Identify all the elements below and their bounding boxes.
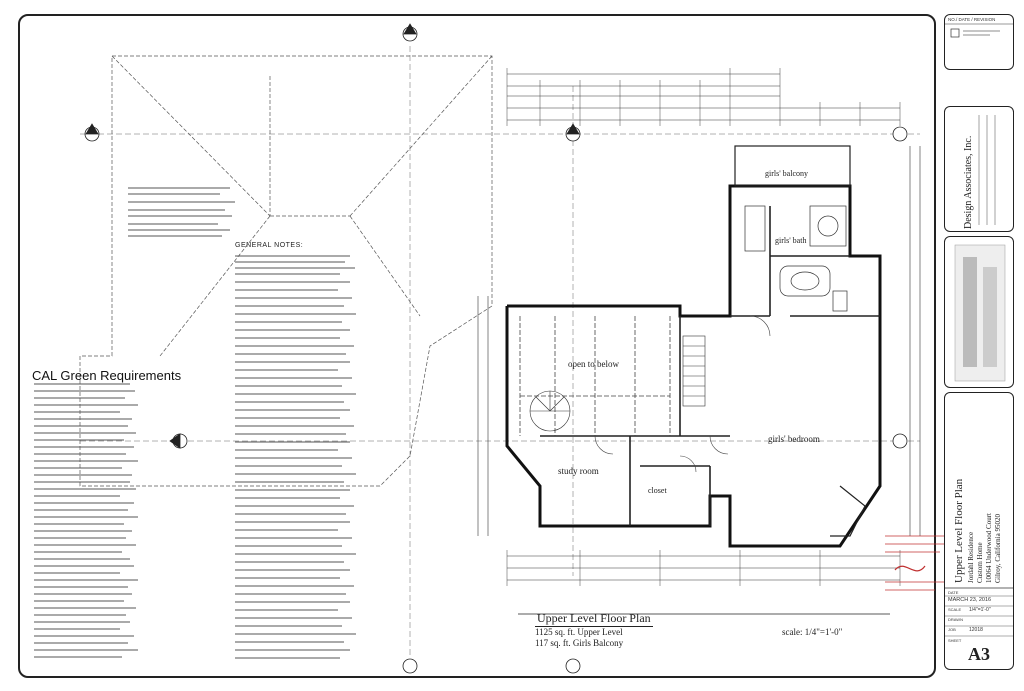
bath-fixtures — [744, 205, 848, 312]
date-value: MARCH 23, 2016 — [948, 597, 992, 603]
sheet-label: SHEET — [948, 638, 962, 643]
beams — [519, 316, 671, 436]
sheet-number: A3 — [968, 644, 990, 664]
cal-green-title: CAL Green Requirements — [32, 368, 182, 383]
room-label-girls-bath: girls' bath — [775, 236, 807, 245]
plan-title: Upper Level Floor Plan — [535, 611, 653, 627]
dimension-ticks — [506, 68, 901, 586]
grid-lines — [80, 46, 920, 656]
revision-block: NO./ DATE / REVISION — [944, 14, 1014, 70]
room-label-girls-balcony: girls' balcony — [765, 169, 808, 178]
floor-plan-drawing — [34, 23, 921, 674]
upper-level-area: 1125 sq. ft. Upper Level — [535, 627, 623, 637]
plan-scale: scale: 1/4"=1'-0" — [782, 627, 843, 637]
requirements-text-lines — [34, 383, 138, 658]
logo-block — [944, 236, 1014, 388]
date-label: DATE — [948, 590, 959, 595]
city-stamp — [880, 530, 955, 620]
drawing-frame: CAL Green Requirements GENERAL NOTES: gi… — [18, 14, 936, 678]
interior-walls — [540, 206, 880, 526]
room-label-girls-bedroom: girls' bedroom — [768, 434, 820, 444]
balcony-railing — [734, 145, 851, 187]
room-label-study-room: study room — [558, 466, 599, 476]
roof-outline — [79, 55, 493, 487]
sheet-info-block: Upper Level Floor Plan Jordahl Residence… — [944, 392, 1014, 670]
door-swings — [594, 315, 771, 473]
bay-window — [830, 485, 866, 537]
job-label: JOB — [948, 627, 956, 632]
scale-value: 1/4"=1'-0" — [969, 607, 991, 613]
room-label-closet: closet — [648, 486, 667, 495]
job-value: 12018 — [969, 627, 983, 633]
scale-label: SCALE — [948, 607, 962, 612]
general-notes-text-lines — [128, 187, 356, 659]
room-label-open-to-below: open to below — [568, 359, 619, 369]
dimension-lines — [477, 73, 921, 581]
firm-block: Design Associates, Inc. — [944, 106, 1014, 232]
drawn-label: DRAWN — [948, 617, 963, 622]
revision-header: NO./ DATE / REVISION — [948, 17, 996, 22]
general-notes-title: GENERAL NOTES: — [235, 242, 304, 249]
balcony-area: 117 sq. ft. Girls Balcony — [535, 638, 624, 648]
stairs — [529, 335, 706, 432]
section-markers — [84, 23, 908, 674]
